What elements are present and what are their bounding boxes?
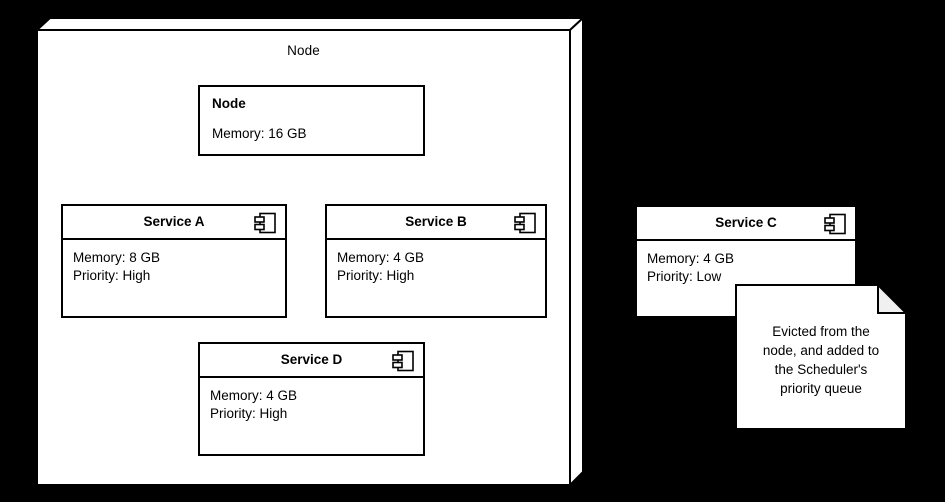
eviction-note[interactable]: Evicted from the node, and added to the … bbox=[735, 284, 907, 430]
note-body bbox=[735, 284, 907, 430]
component-service-a[interactable]: Service A Memory: 8 GB Priority: High bbox=[61, 204, 287, 318]
component-body: Memory: 8 GB Priority: High bbox=[63, 240, 285, 285]
component-body: Memory: 4 GB Priority: High bbox=[200, 378, 423, 423]
uml-component-icon bbox=[824, 213, 846, 235]
component-name: Service B bbox=[405, 214, 467, 229]
component-name: Service C bbox=[715, 215, 777, 230]
component-priority: Priority: High bbox=[210, 406, 288, 421]
uml-component-icon bbox=[392, 350, 414, 372]
component-name: Service A bbox=[143, 214, 205, 229]
component-body: Memory: 4 GB Priority: High bbox=[327, 240, 545, 285]
component-service-b[interactable]: Service B Memory: 4 GB Priority: High bbox=[325, 204, 547, 318]
component-name: Service D bbox=[280, 352, 343, 367]
note-text: Evicted from the node, and added to the … bbox=[744, 322, 898, 398]
node-spec-title: Node bbox=[212, 96, 246, 111]
component-header: Service B bbox=[327, 206, 545, 240]
component-header: Service D bbox=[200, 344, 423, 378]
node-spec-memory: Memory: 16 GB bbox=[212, 126, 307, 141]
component-memory: Memory: 4 GB bbox=[210, 388, 298, 403]
note-fold-corner bbox=[877, 284, 907, 314]
note-line-1: Evicted from the bbox=[772, 324, 870, 339]
node-container-right-face bbox=[569, 15, 584, 488]
uml-component-icon bbox=[254, 212, 276, 234]
component-header: Service C bbox=[637, 207, 855, 241]
component-memory: Memory: 4 GB bbox=[647, 251, 735, 266]
note-shape bbox=[735, 284, 907, 430]
node-container-top-face bbox=[34, 17, 586, 31]
component-priority: Priority: Low bbox=[647, 269, 722, 284]
component-priority: Priority: High bbox=[73, 268, 151, 283]
component-memory: Memory: 4 GB bbox=[337, 250, 425, 265]
component-service-d[interactable]: Service D Memory: 4 GB Priority: High bbox=[198, 342, 425, 456]
component-body: Memory: 4 GB Priority: Low bbox=[637, 241, 855, 286]
note-line-3: the Scheduler's bbox=[774, 362, 868, 377]
node-spec-box[interactable]: Node Memory: 16 GB bbox=[198, 85, 425, 156]
component-priority: Priority: High bbox=[337, 268, 415, 283]
uml-component-icon bbox=[514, 212, 536, 234]
note-line-2: node, and added to bbox=[762, 343, 880, 358]
node-container-label: Node bbox=[287, 43, 320, 58]
note-line-4: priority queue bbox=[780, 381, 862, 396]
component-memory: Memory: 8 GB bbox=[73, 250, 161, 265]
component-header: Service A bbox=[63, 206, 285, 240]
